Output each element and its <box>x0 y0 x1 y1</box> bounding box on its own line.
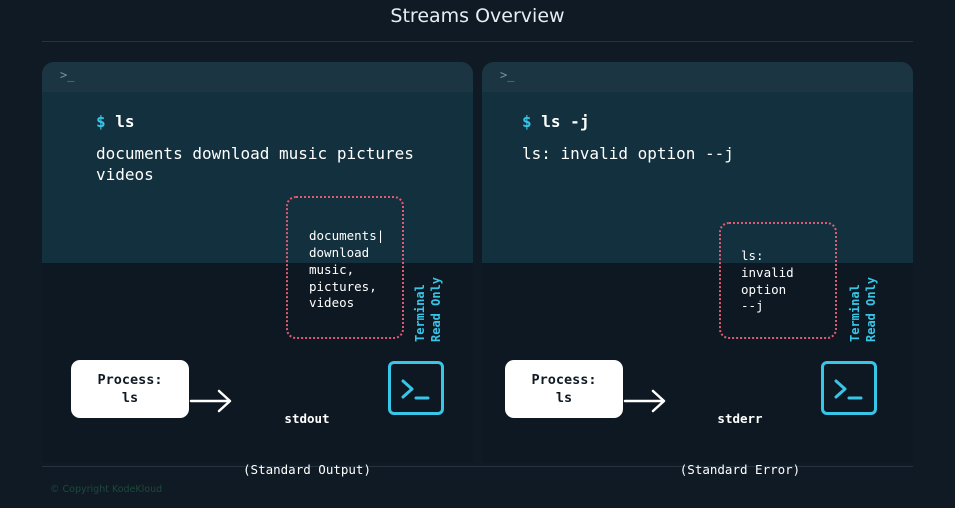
terminal-icon <box>388 361 444 415</box>
terminal-prompt-icon: >_ <box>60 68 75 82</box>
terminal-label-left: Terminal <box>413 284 427 342</box>
terminal-prompt-icon <box>834 379 863 400</box>
terminal-header-right: >_ <box>482 62 913 92</box>
terminal-icon <box>821 361 877 415</box>
arrow-right-icon <box>189 389 232 413</box>
stream-name: stderr <box>717 411 763 426</box>
process-box-right: Process: ls <box>505 360 623 418</box>
stream-name: stdout <box>284 411 330 426</box>
command-line-left: $ ls <box>96 112 135 131</box>
buffer-line: documents| <box>309 228 385 243</box>
stdout-buffer-box <box>286 196 404 339</box>
terminal-prompt-icon <box>401 379 430 400</box>
command-text: ls <box>115 112 135 131</box>
stream-description: (Standard Error) <box>679 462 801 477</box>
process-box-left: Process: ls <box>71 360 189 418</box>
stderr-label: stderr (Standard Error) <box>676 376 804 495</box>
prompt-dollar: $ <box>96 112 106 131</box>
terminal-panel-right: >_ $ ls -j ls: invalid option --j <box>482 62 913 263</box>
output-line: documents download music pictures <box>96 144 414 163</box>
terminal-header-left: >_ <box>42 62 473 92</box>
buffer-line: invalid <box>741 265 794 280</box>
buffer-line: pictures, <box>309 279 377 294</box>
buffer-line: --j <box>741 298 764 313</box>
buffer-line: ls: <box>741 248 764 263</box>
process-label: Process: <box>97 372 163 388</box>
output-line: videos <box>96 165 154 184</box>
read-only-label-left: Read Only <box>429 276 443 342</box>
terminal-label-right: Terminal <box>848 284 862 342</box>
terminal-panel-left: >_ $ ls documents download music picture… <box>42 62 473 263</box>
stdout-label: stdout (Standard Output) <box>240 376 374 495</box>
stderr-buffer-box <box>719 222 837 339</box>
buffer-line: option <box>741 282 787 297</box>
output-line: ls: invalid option --j <box>522 144 734 163</box>
buffer-line: music, <box>309 262 355 277</box>
read-only-label-right: Read Only <box>864 276 878 342</box>
command-text: ls -j <box>541 112 590 131</box>
command-line-right: $ ls -j <box>522 112 589 131</box>
process-name: ls <box>121 390 139 406</box>
arrow-right-icon <box>623 389 666 413</box>
bottom-divider <box>42 466 913 467</box>
title-divider <box>42 41 913 42</box>
terminal-prompt-icon: >_ <box>500 68 515 82</box>
process-name: ls <box>555 390 573 406</box>
prompt-dollar: $ <box>522 112 532 131</box>
stream-description: (Standard Output) <box>243 462 371 477</box>
copyright-text: © Copyright KodeKloud <box>50 484 163 495</box>
process-label: Process: <box>531 372 597 388</box>
page-title: Streams Overview <box>390 5 565 27</box>
buffer-line: download <box>309 245 370 260</box>
buffer-line: videos <box>309 295 355 310</box>
